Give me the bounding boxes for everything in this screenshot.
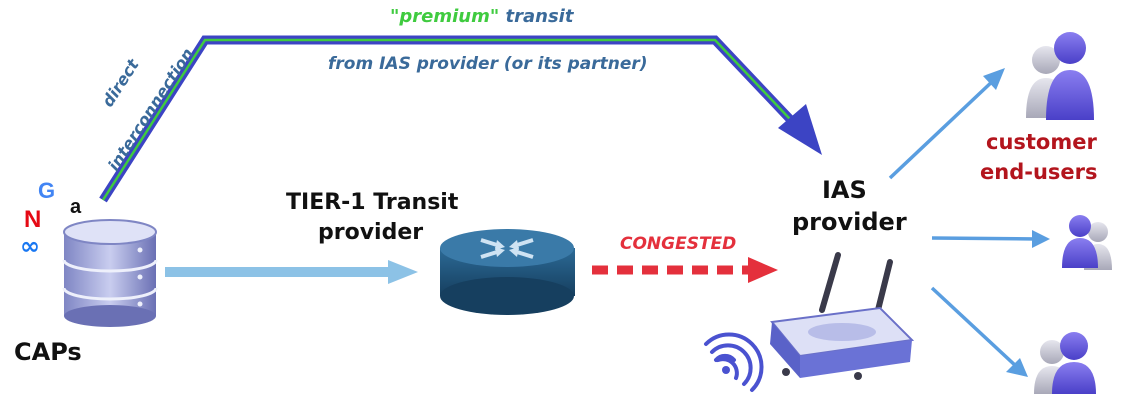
caps-label: CAPs (14, 338, 82, 366)
meta-logo: ∞ (20, 232, 40, 260)
premium-transit-label: "premium" transit (390, 6, 573, 27)
netflix-logo: N (24, 206, 42, 233)
fanout-arrows (888, 68, 1050, 377)
transit-word: transit (499, 6, 574, 27)
amazon-logo: a (70, 196, 82, 218)
wifi-signal-icon (704, 332, 764, 392)
tier1-router-icon (440, 229, 575, 315)
caps-to-tier1-arrow (165, 260, 418, 284)
customer-group-icon (1062, 215, 1112, 270)
congested-label: CONGESTED (620, 234, 737, 254)
premium-word: "premium" (390, 6, 500, 27)
customer-label-line1: customer (986, 130, 1097, 154)
google-logo: G (38, 178, 56, 203)
customer-group-icon (1034, 332, 1096, 394)
premium-arrow-head (778, 104, 822, 155)
ias-label-line1: IAS (822, 176, 867, 204)
premium-subtitle-label: from IAS provider (or its partner) (328, 54, 648, 74)
ias-wifi-router-icon (770, 252, 915, 380)
tier1-label-line2: provider (318, 220, 424, 245)
caps-database-icon (62, 219, 158, 327)
congested-arrow (592, 257, 778, 283)
customer-group-icon (1026, 32, 1094, 120)
premium-transit-path (99, 35, 822, 203)
ias-label-line2: provider (792, 208, 907, 236)
customer-label-line2: end-users (980, 160, 1098, 184)
tier1-label-line1: TIER-1 Transit (286, 190, 459, 215)
